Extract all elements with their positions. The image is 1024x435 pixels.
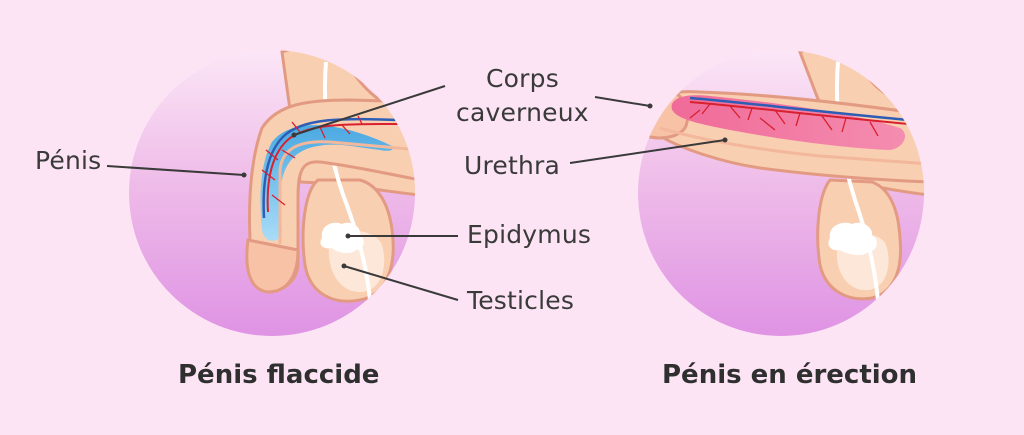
leader-testicles bbox=[343, 265, 459, 301]
flaccid-urethra bbox=[278, 140, 415, 244]
flaccid-blue-vessel bbox=[262, 117, 401, 219]
leader-penis bbox=[106, 165, 245, 176]
erect-red-branches bbox=[689, 103, 879, 137]
label-testicles: Testicles bbox=[467, 286, 575, 315]
leader-corps-caverneux-left bbox=[293, 85, 446, 136]
erect-red-vessel bbox=[689, 101, 924, 127]
leader-urethra bbox=[569, 139, 726, 164]
leader-lines bbox=[106, 85, 726, 301]
title-erection: Pénis en érection bbox=[662, 360, 918, 390]
erect-blue-vessel bbox=[689, 96, 924, 124]
label-corps-caverneux-line1: Corps bbox=[486, 64, 559, 93]
leader-dots bbox=[241, 103, 728, 269]
label-epidymus: Epidymus bbox=[467, 220, 592, 249]
flaccid-red-branches bbox=[261, 115, 363, 206]
erect-illustration bbox=[638, 50, 924, 336]
leader-corps-caverneux-right bbox=[594, 96, 651, 107]
flaccid-corpus-cavernosum bbox=[260, 125, 393, 241]
flaccid-glans bbox=[245, 238, 300, 294]
flaccid-illustration bbox=[129, 50, 415, 336]
erect-corpus-cavernosum bbox=[671, 95, 905, 150]
flaccid-epididymus bbox=[320, 222, 364, 254]
label-corps-caverneux-line2: caverneux bbox=[456, 98, 589, 127]
label-urethra: Urethra bbox=[464, 151, 561, 180]
flaccid-red-vessel bbox=[266, 123, 401, 213]
label-penis: Pénis bbox=[35, 146, 102, 175]
title-flaccid: Pénis flaccide bbox=[178, 360, 380, 390]
erect-urethra bbox=[659, 126, 924, 166]
